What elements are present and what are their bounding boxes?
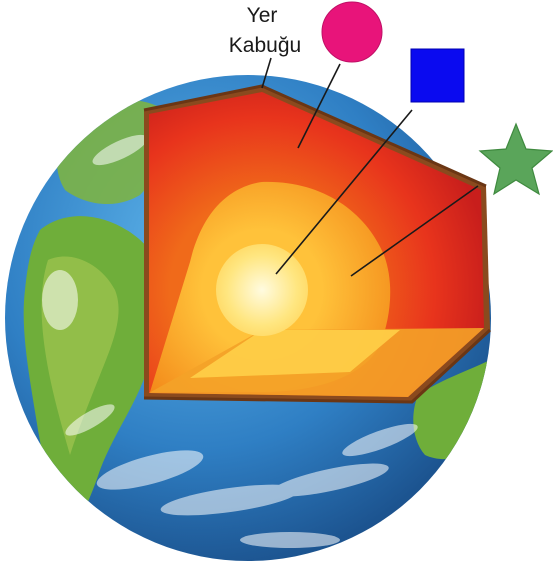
bottom-face-outer — [190, 330, 400, 378]
inner-core-layer — [216, 244, 308, 336]
star-pointer-line — [350, 185, 479, 277]
crust-edge-bottom — [143, 328, 492, 404]
crust-pointer-line — [261, 57, 272, 89]
square-pointer-line — [275, 109, 413, 275]
square-marker — [410, 48, 465, 103]
star-marker — [478, 122, 553, 196]
clouds — [42, 100, 418, 548]
pointer-lines — [261, 57, 479, 277]
circle-marker — [321, 1, 383, 63]
crust-label-line1: Yer — [247, 4, 278, 27]
cutaway — [143, 84, 492, 404]
circle-pointer-line — [297, 63, 341, 149]
crust-label-line2: Kabuğu — [229, 34, 301, 57]
